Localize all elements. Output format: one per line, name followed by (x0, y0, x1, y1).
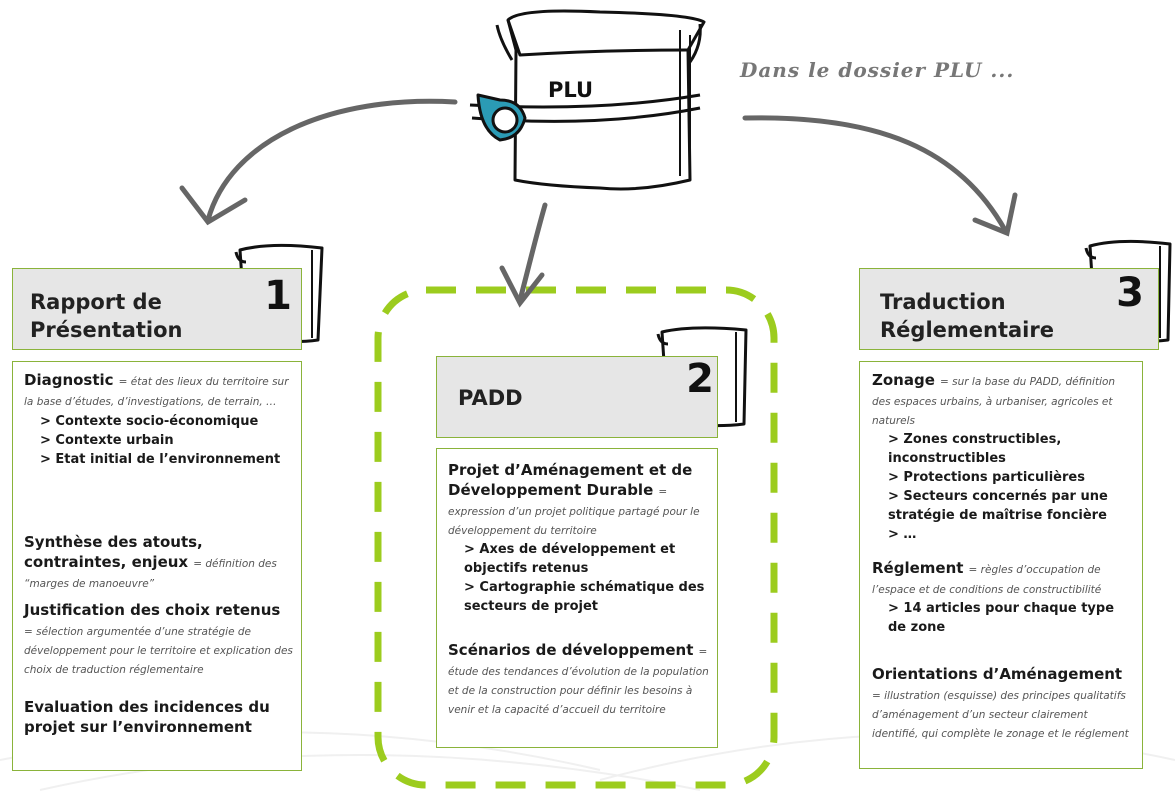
list-item: > Cartographie schématique des secteurs … (464, 580, 705, 614)
col3-orientations: Orientations d’Aménagement = illustratio… (872, 664, 1134, 741)
projet-head: Projet d’Aménagement et de Développement… (448, 461, 693, 499)
tab-1-number: 1 (264, 273, 292, 319)
reglement-head: Réglement (872, 559, 964, 577)
list-item: > Contexte socio-économique (40, 414, 259, 429)
list-item: > Etat initial de l’environnement (40, 452, 281, 467)
col3-zonage: Zonage = sur la base du PADD, définition… (872, 370, 1134, 544)
orient-head: Orientations d’Aménagement (872, 665, 1123, 683)
zonage-head: Zonage (872, 371, 935, 389)
col2-header (436, 356, 718, 438)
caption: Dans le dossier PLU ... (740, 58, 1015, 82)
col2-projet: Projet d’Aménagement et de Développement… (448, 460, 710, 616)
tab-3: 3 (1092, 252, 1168, 332)
list-item: > Contexte urbain (40, 433, 174, 448)
folder-icon (469, 9, 706, 191)
scen-note: = étude des tendances d’évolution de la … (448, 646, 709, 716)
synthese-note: = définition des “marges de manoeuvre” (24, 558, 277, 590)
list-item: > Axes de développement et objectifs ret… (464, 542, 676, 576)
tab-3-number: 3 (1116, 270, 1144, 316)
tab-1: 1 (240, 255, 316, 335)
scen-head: Scénarios de développement (448, 641, 694, 659)
list-item: > Protections particulières (888, 470, 1085, 485)
orient-note: = illustration (esquisse) des principes … (872, 690, 1129, 740)
col3-reglement: Réglement = règles d’occupation de l’esp… (872, 558, 1134, 637)
col1-header (12, 268, 302, 350)
tab-2: 2 (662, 338, 738, 418)
list-item: > … (888, 527, 917, 542)
tab-2-number: 2 (686, 356, 714, 402)
plu-label: PLU (548, 78, 594, 102)
col1-justification: Justification des choix retenus = sélect… (24, 600, 294, 677)
col1-synthese: Synthèse des atouts, contraintes, enjeux… (24, 532, 294, 591)
col3-header (859, 268, 1159, 350)
justif-head: Justification des choix retenus (24, 601, 281, 619)
col2-content (436, 448, 718, 748)
col3-title-line2: Réglementaire (880, 318, 1054, 342)
reglement-note: = règles d’occupation de l’espace et de … (872, 564, 1102, 596)
list-item: > Zones constructibles, inconstructibles (888, 432, 1062, 466)
zonage-note: = sur la base du PADD, définition des es… (872, 376, 1116, 427)
col1-diagnostic: Diagnostic = état des lieux du territoir… (24, 370, 294, 469)
diagnostic-note: = état des lieux du territoire sur la ba… (24, 376, 289, 408)
col1-title-line1: Rapport de (30, 290, 162, 314)
col1-title-line2: Présentation (30, 318, 183, 342)
justif-note: = sélection argumentée d’une stratégie d… (24, 626, 293, 676)
col2-title: PADD (458, 386, 523, 410)
col2-scenarios: Scénarios de développement = étude des t… (448, 640, 710, 717)
col3-title-line1: Traduction (880, 290, 1006, 314)
list-item: > Secteurs concernés par une stratégie d… (888, 489, 1108, 523)
padd-dashed-frame (374, 286, 778, 789)
list-item: > 14 articles pour chaque type de zone (888, 601, 1115, 635)
col1-content (12, 361, 302, 771)
col3-content (859, 361, 1143, 769)
col1-evaluation: Evaluation des incidences du projet sur … (24, 697, 279, 737)
arrow-left (179, 98, 458, 226)
synthese-head: Synthèse des atouts, contraintes, enjeux (24, 533, 203, 571)
arrow-center (499, 202, 548, 308)
projet-note: = expression d’un projet politique parta… (448, 486, 700, 537)
diagnostic-head: Diagnostic (24, 371, 114, 389)
ribbon-icon (476, 93, 527, 142)
arrow-right (742, 115, 1018, 237)
eval-head: Evaluation des incidences du projet sur … (24, 698, 270, 736)
